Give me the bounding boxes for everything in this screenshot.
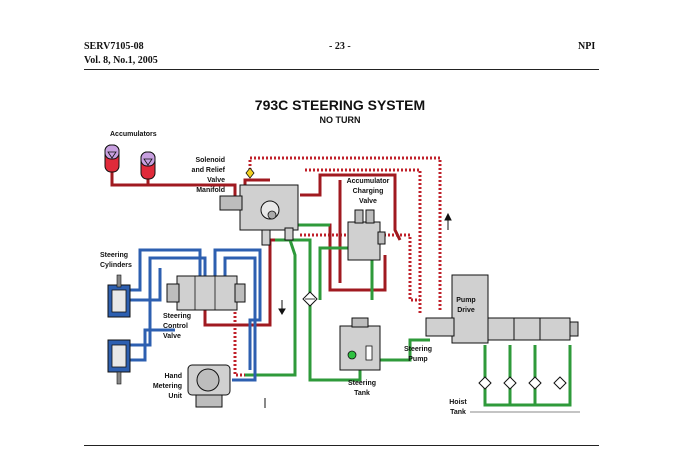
label-pump-drive-1: Pump [456, 297, 475, 304]
page-number: - 23 - [329, 41, 351, 52]
label-charging-3: Valve [359, 198, 377, 205]
label-manifold-3: Valve [207, 177, 225, 184]
label-hoist-1: Hoist [449, 399, 467, 406]
label-accumulators: Accumulators [110, 131, 157, 138]
diagram-title: 793C STEERING SYSTEM [255, 97, 425, 113]
label-manifold-1: Solenoid [195, 157, 225, 164]
label-control-valve-1: Steering [163, 313, 191, 320]
accumulator-charging-valve [347, 209, 386, 261]
label-manifold-4: Manifold [196, 187, 225, 194]
label-charging-1: Accumulator [347, 178, 390, 185]
hoist-filters [478, 376, 567, 390]
steering-control-valve [166, 275, 246, 311]
label-hmu-2: Metering [153, 383, 182, 390]
label-pump-1: Steering [404, 346, 432, 353]
accumulator-right [140, 151, 156, 180]
label-cylinders-2: Cylinders [100, 262, 132, 269]
filter [302, 291, 318, 307]
label-tank-1: Steering [348, 380, 376, 387]
solenoid-relief-manifold [219, 167, 299, 246]
label-tank-2: Tank [354, 390, 370, 397]
label-pump-2: Pump [408, 356, 427, 363]
label-control-valve-3: Valve [163, 333, 181, 340]
pump-drive [425, 274, 579, 344]
return-lines [130, 248, 262, 382]
bottom-rule [84, 445, 599, 446]
document-id: SERV7105-08 [84, 41, 144, 52]
label-cylinders-1: Steering [100, 252, 128, 259]
steering-cylinder-bottom [107, 339, 131, 385]
label-hmu-3: Unit [168, 393, 182, 400]
steering-cylinder-top [107, 274, 131, 318]
label-hmu-1: Hand [165, 373, 183, 380]
label-hoist-2: Tank [450, 409, 466, 416]
hand-metering-unit [187, 364, 231, 408]
label-control-valve-2: Control [163, 323, 188, 330]
label-manifold-2: and Relief [192, 167, 226, 174]
diagram-subtitle: NO TURN [320, 115, 361, 125]
label-charging-2: Charging [353, 188, 384, 195]
supply-lines [245, 223, 572, 407]
accumulator-left [104, 144, 120, 173]
volume-info: Vol. 8, No.1, 2005 [84, 55, 158, 66]
flow-arrows [264, 212, 452, 408]
steering-tank [339, 317, 381, 371]
label-pump-drive-2: Drive [457, 307, 475, 314]
organization: NPI [578, 41, 596, 52]
top-rule [84, 69, 599, 70]
